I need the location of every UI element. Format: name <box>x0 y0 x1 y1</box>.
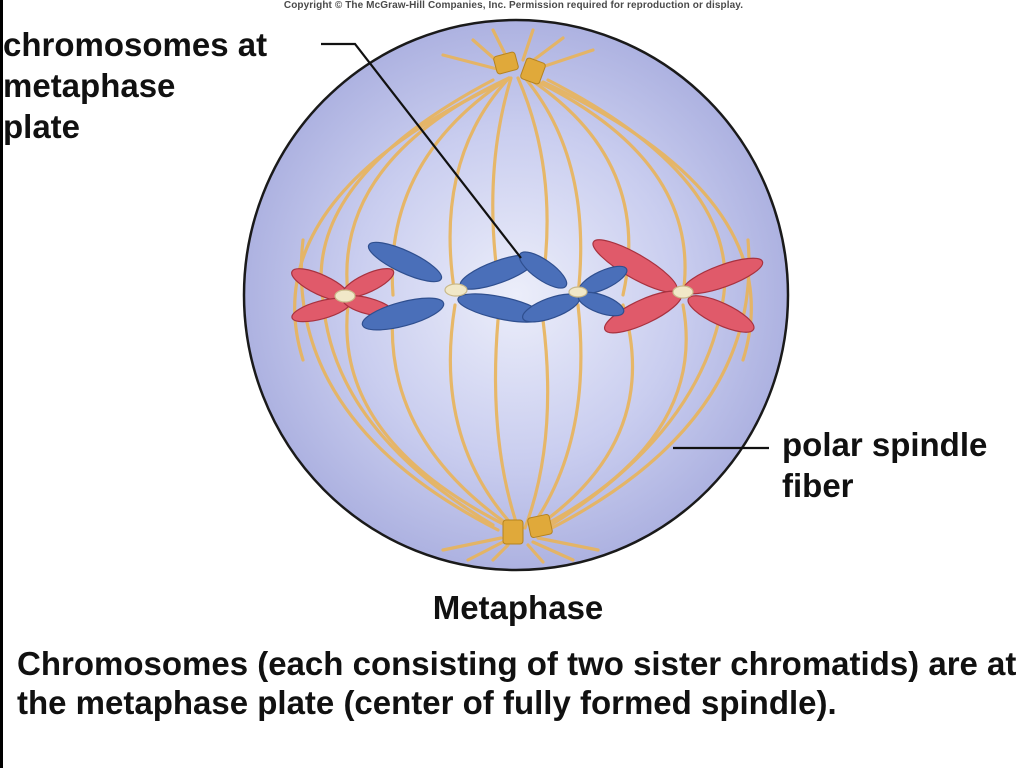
stage-title: Metaphase <box>432 589 604 626</box>
chromosome-red-right <box>592 239 764 334</box>
leader-lines <box>321 42 769 450</box>
metaphase-cell-diagram <box>242 18 790 572</box>
centriole-bottom <box>502 513 553 545</box>
chromosome-blue-right <box>518 251 628 323</box>
centriole-top <box>493 51 546 85</box>
label-polar-spindle-fiber: polar spindle fiber <box>782 426 988 504</box>
chromosome-red-left <box>291 268 395 323</box>
slide: Copyright © The McGraw-Hill Companies, I… <box>3 0 1024 768</box>
leader-line-chromosomes <box>321 42 522 259</box>
label-chromosomes-at-metaphase-plate: chromosomes at metaphase plate <box>3 26 268 145</box>
copyright-notice: Copyright © The McGraw-Hill Companies, I… <box>283 0 744 11</box>
caption: Chromosomes (each consisting of two sist… <box>17 645 1017 721</box>
